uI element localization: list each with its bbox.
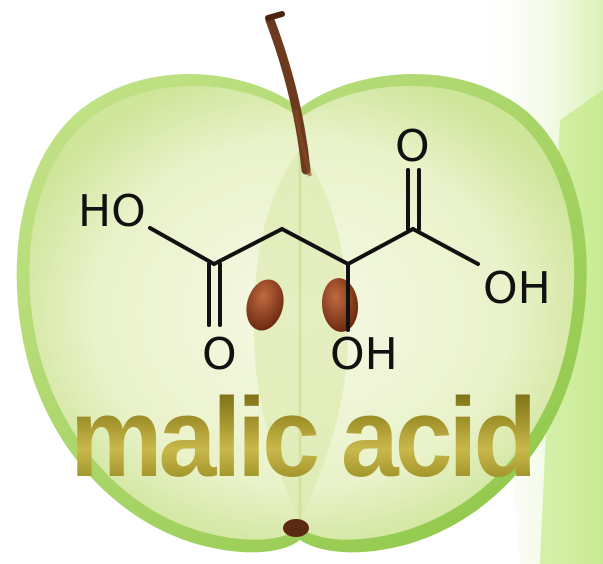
molecule-bonds [148, 168, 480, 332]
hydroxyl-bottom-label: OH [330, 329, 398, 380]
hydroxyl-right-label: OH [483, 263, 551, 314]
hydroxyl-left-label: HO [78, 186, 146, 237]
apple-calyx [283, 519, 309, 537]
seed-left [246, 279, 284, 331]
carbonyl-top-label: O [395, 121, 430, 172]
title-text: malic acid [0, 382, 603, 494]
carbonyl-bottom-label: O [202, 329, 237, 380]
